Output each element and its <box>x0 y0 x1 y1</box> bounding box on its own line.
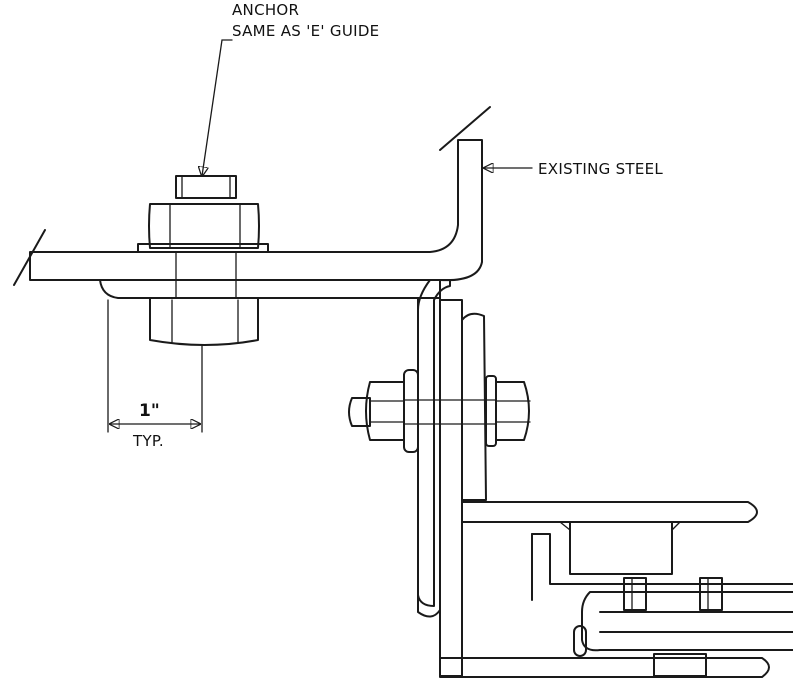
anchor-label-line2: SAME AS 'E' GUIDE <box>232 22 379 40</box>
existing-steel-label: EXISTING STEEL <box>538 160 663 178</box>
shim-plate <box>461 312 487 501</box>
existing-steel-angle <box>13 106 491 286</box>
washers <box>403 369 497 453</box>
support-channel <box>439 299 770 678</box>
anchor-leader <box>202 39 233 176</box>
guide-assembly <box>531 521 793 677</box>
dimension-value: 1" <box>139 401 160 421</box>
dimension-note: TYP. <box>132 432 164 450</box>
horizontal-bolt <box>348 381 531 441</box>
anchor-label-line1: ANCHOR <box>232 1 299 19</box>
dimension-1in <box>107 299 203 433</box>
anchor-bolt <box>137 175 269 346</box>
